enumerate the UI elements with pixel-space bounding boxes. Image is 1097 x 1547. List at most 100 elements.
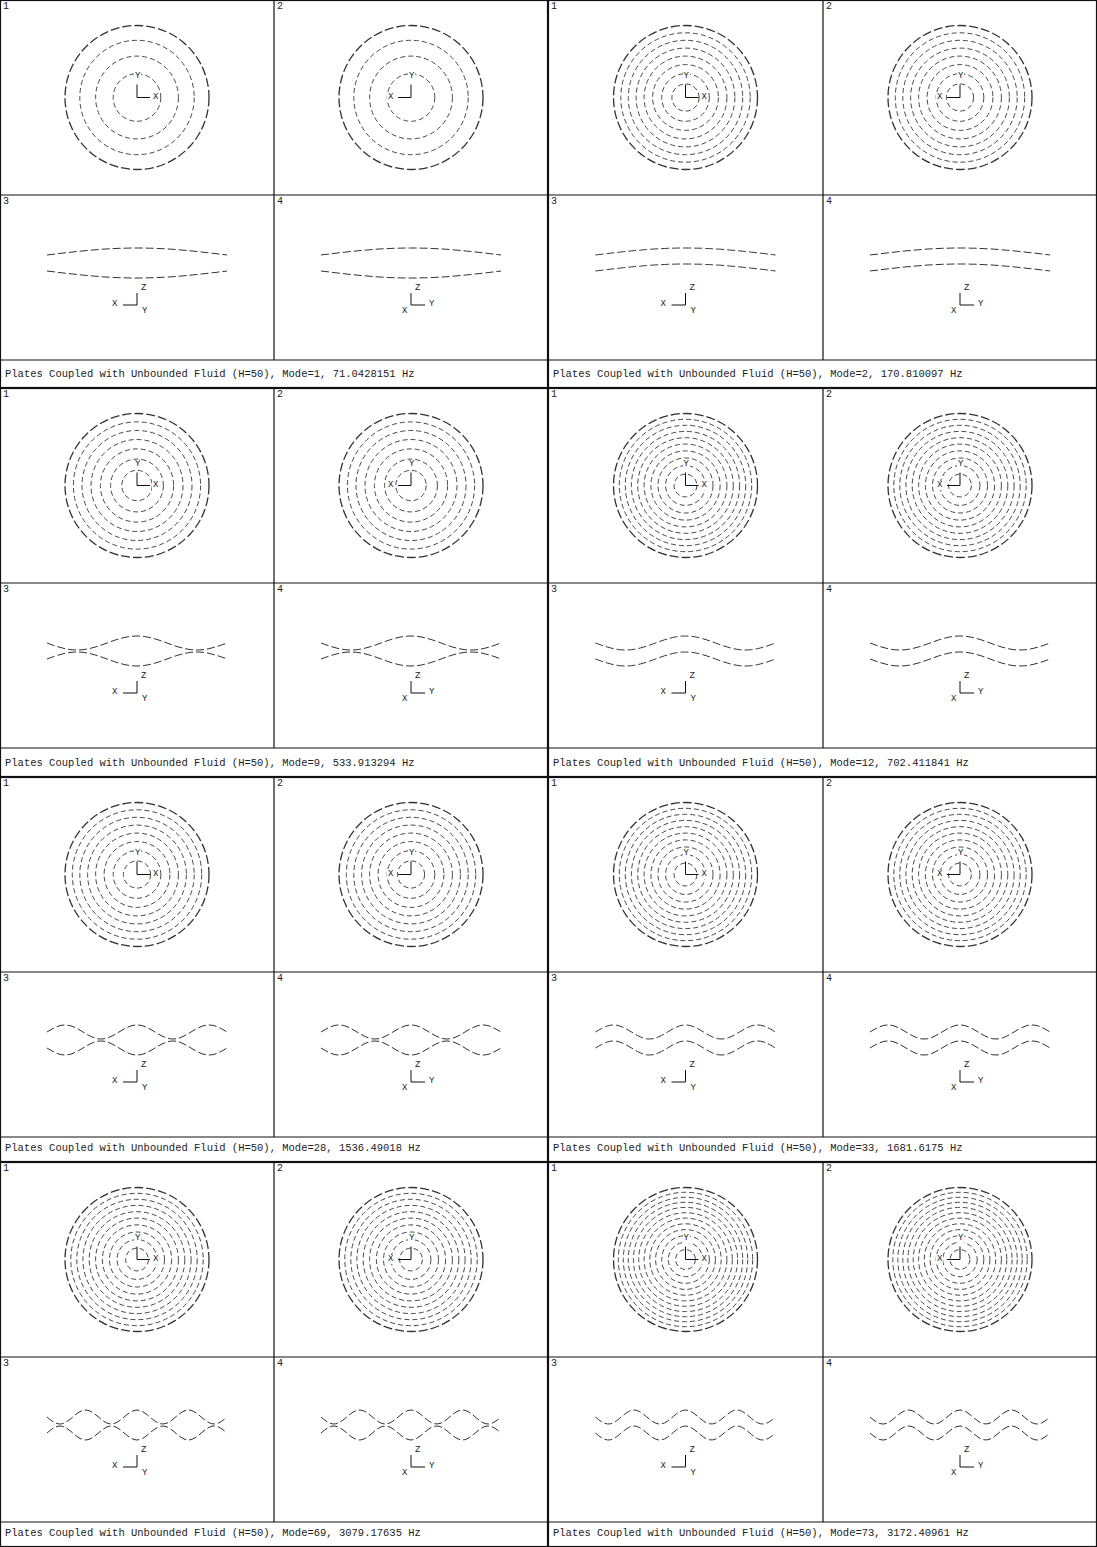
axis-label: Y: [141, 695, 148, 704]
axis-label: Y: [428, 1462, 435, 1471]
contour-ring: [888, 803, 1032, 947]
contour-ring: [662, 1236, 710, 1284]
axis-triad: [685, 85, 686, 98]
contour-ring: [638, 438, 734, 534]
contour-ring: [900, 425, 1020, 545]
axis-triad: [960, 681, 961, 693]
axis-triad: [960, 1082, 974, 1083]
contour-ring: [644, 1218, 727, 1301]
subpanel-number: 3: [551, 974, 557, 984]
plot-caption: Plates Coupled with Unbounded Fluid (H=5…: [551, 368, 965, 381]
contour-ring: [339, 26, 483, 170]
contour-ring: [911, 48, 1010, 147]
panel-divider: [273, 0, 274, 360]
axis-triad: [672, 1467, 686, 1468]
contour-ring: [96, 1218, 179, 1301]
panel-frame: [1, 1, 548, 388]
contour-ring: [100, 449, 173, 522]
panel-frame: [549, 389, 1097, 777]
contour-ring: [396, 470, 426, 500]
subpanel-number: 2: [277, 1164, 283, 1174]
axis-triad: [947, 97, 960, 98]
contour-ring: [618, 1192, 752, 1326]
axis-label: Z: [414, 672, 421, 681]
contour-ring: [104, 842, 170, 908]
panel-frame: [1, 778, 548, 1162]
plot-caption: Plates Coupled with Unbounded Fluid (H=5…: [3, 1142, 423, 1155]
plate-profile: [870, 652, 1050, 666]
panel-divider: [548, 1522, 1097, 1523]
contour-ring: [940, 466, 980, 506]
contour-ring: [65, 26, 209, 170]
panel-divider: [548, 360, 1097, 361]
axis-triad: [685, 862, 686, 875]
panel-divider: [0, 360, 548, 361]
axis-label: Y: [141, 307, 148, 316]
contour-ring: [644, 444, 727, 527]
panel-divider: [0, 1137, 548, 1138]
axis-label: Z: [963, 672, 970, 681]
plate-profile: [596, 248, 776, 255]
axis-triad: [411, 1247, 412, 1260]
contour-ring: [913, 1213, 1007, 1307]
contour-ring: [356, 431, 466, 541]
contour-ring: [919, 833, 1002, 916]
axis-label: Y: [134, 460, 141, 469]
axis-label: Y: [134, 849, 141, 858]
contour-ring: [639, 1213, 733, 1307]
plate-profile: [47, 1025, 227, 1039]
axis-label: Z: [414, 1446, 421, 1455]
axis-label: X: [401, 1084, 408, 1093]
contour-ring: [633, 1207, 737, 1311]
subpanel-number: 4: [277, 1359, 283, 1369]
axis-label: X: [660, 688, 667, 697]
axis-triad: [137, 85, 138, 98]
contour-ring: [88, 825, 187, 924]
contour-ring: [117, 1240, 157, 1280]
contour-ring: [89, 1212, 185, 1308]
axis-label: Z: [140, 1446, 147, 1455]
axis-triad: [947, 485, 960, 486]
axis-triad: [672, 1082, 686, 1083]
axis-triad: [137, 97, 150, 98]
axis-label: X: [950, 1469, 957, 1478]
axis-label: X: [660, 1077, 667, 1086]
subpanel-number: 1: [3, 2, 9, 12]
subpanel-number: 4: [277, 974, 283, 984]
plate-profile: [596, 636, 776, 650]
contour-ring: [628, 40, 742, 154]
plot-caption: Plates Coupled with Unbounded Fluid (H=5…: [551, 757, 971, 770]
axis-label: X: [936, 481, 943, 490]
plate-profile: [870, 1426, 1050, 1440]
contour-ring: [65, 414, 209, 558]
contour-ring: [370, 56, 453, 139]
axis-triad: [137, 1070, 138, 1082]
plot-caption: Plates Coupled with Unbounded Fluid (H=5…: [551, 1142, 965, 1155]
panel-divider: [273, 1162, 274, 1522]
contour-ring: [919, 444, 1002, 527]
plate-profile: [870, 1410, 1050, 1424]
subpanel-number: 2: [826, 390, 832, 400]
plot-caption: Plates Coupled with Unbounded Fluid (H=5…: [3, 1527, 423, 1540]
contour-ring: [888, 26, 1032, 170]
plate-profile: [47, 636, 227, 650]
axis-triad: [123, 1467, 137, 1468]
axis-label: X: [950, 1084, 957, 1093]
axis-triad: [123, 305, 137, 306]
contour-ring: [895, 33, 1024, 162]
subpanel-number: 2: [277, 390, 283, 400]
axis-label: X: [387, 870, 394, 879]
axis-label: Y: [408, 849, 415, 858]
axis-label: X: [936, 870, 943, 879]
axis-label: Y: [683, 849, 690, 858]
axis-label: Y: [408, 1234, 415, 1243]
contour-ring: [102, 1225, 171, 1294]
axis-triad: [411, 693, 425, 694]
contour-ring: [339, 803, 483, 947]
contour-ring: [370, 1218, 453, 1301]
axis-triad: [137, 485, 150, 486]
panel-divider: [0, 583, 548, 584]
subpanel-number: 1: [551, 779, 557, 789]
contour-ring: [628, 1202, 742, 1316]
